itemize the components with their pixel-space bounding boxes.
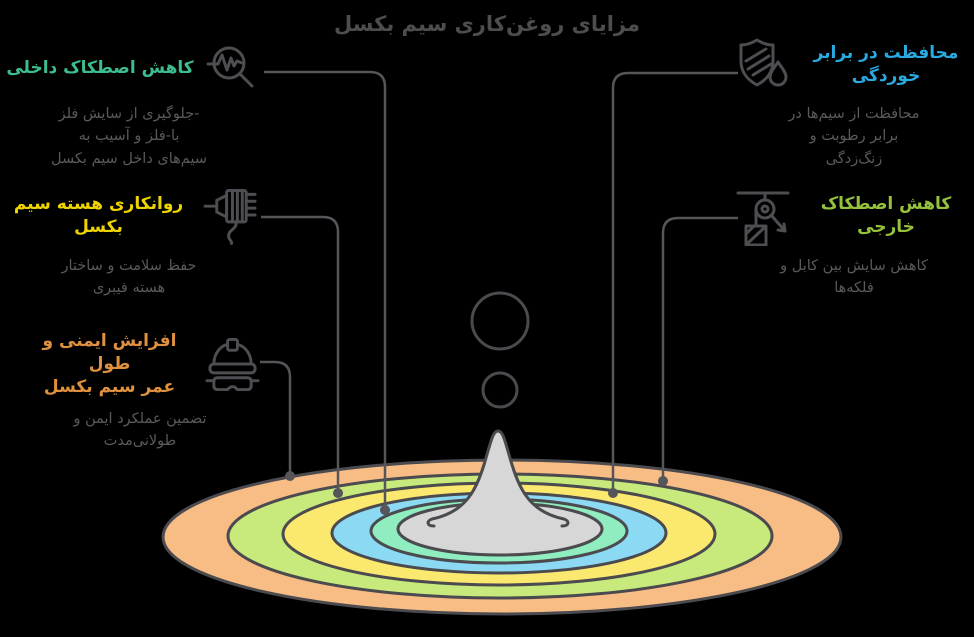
cable-plug-icon xyxy=(203,186,258,246)
benefit-block-internal-friction: کاهش اصطکاک داخلی -جلوگیری از سایش فلز ب… xyxy=(0,42,258,170)
droplet-large xyxy=(470,291,530,351)
connector-dots xyxy=(285,471,668,515)
connector-dot xyxy=(285,471,295,481)
benefit-body: کاهش سایش بین کابل و فلکه‌ها xyxy=(780,258,928,297)
benefit-body: -جلوگیری از سایش فلز با-فلز و آسیب به سی… xyxy=(51,106,207,167)
benefit-heading: کاهش اصطکاک خارجی xyxy=(820,194,952,237)
safety-helmet-icon xyxy=(205,336,260,392)
benefit-heading: کاهش اصطکاک داخلی xyxy=(6,57,194,78)
benefit-block-safety-lifespan: افزایش ایمنی و طول عمر سیم بکسل تضمین عم… xyxy=(20,330,260,453)
connector-dot xyxy=(608,488,618,498)
droplet-small xyxy=(481,371,519,409)
benefit-block-external-friction: کاهش اصطکاک خارجی کاهش سایش بین کابل و ف… xyxy=(734,186,974,300)
connector-internal-friction xyxy=(264,70,387,510)
benefit-body: تضمین عملکرد ایمن و طولانی‌مدت xyxy=(73,410,207,450)
benefit-heading: افزایش ایمنی و طول عمر سیم بکسل xyxy=(42,331,177,397)
benefit-heading: روانکاری هسته سیم بکسل xyxy=(13,194,184,237)
connector-lines xyxy=(260,70,738,510)
connector-safety-lifespan xyxy=(260,360,292,476)
benefit-heading: محافظت در برابر خوردگی xyxy=(813,43,959,86)
pulley-load-icon xyxy=(734,186,792,246)
water-spike-fill xyxy=(432,431,564,531)
ripple-rings xyxy=(161,458,843,616)
water-spike-outline xyxy=(426,429,570,528)
connector-dot xyxy=(380,505,390,515)
benefit-body: محافظت از سیم‌ها در برابر رطوبت و زنگ‌زد… xyxy=(788,106,920,167)
connector-external-friction xyxy=(661,216,738,481)
page-title: مزایای روغن‌کاری سیم بکسل xyxy=(334,12,640,36)
search-pulse-icon xyxy=(206,42,258,94)
connector-corrosion-protection xyxy=(611,71,738,493)
benefit-block-corrosion-protection: محافظت در برابر خوردگی محافظت از سیم‌ها … xyxy=(734,36,974,170)
shield-droplet-icon xyxy=(734,36,792,94)
connector-core-lubrication xyxy=(261,215,340,493)
benefit-block-core-lubrication: روانکاری هسته سیم بکسل حفظ سلامت و ساختا… xyxy=(0,186,258,300)
connector-dot xyxy=(333,488,343,498)
connector-dot xyxy=(658,476,668,486)
benefit-body: حفظ سلامت و ساختار هسته فیبری xyxy=(61,258,197,297)
